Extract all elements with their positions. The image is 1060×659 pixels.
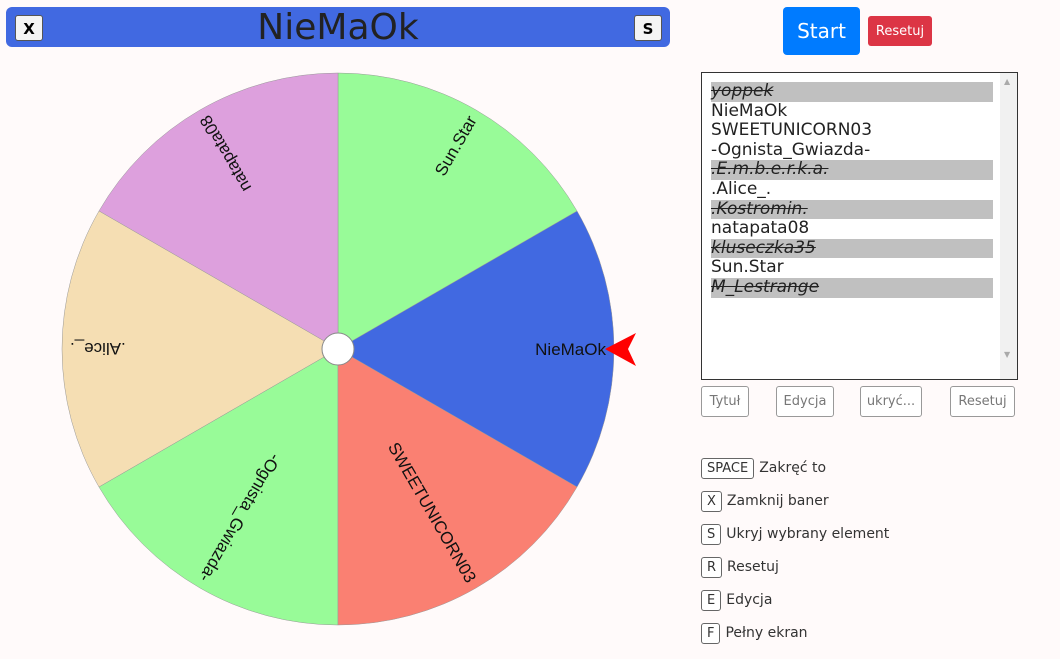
list-item[interactable]: .E.m.b.e.r.k.a. [711,160,993,180]
shortcut-label: Zakręć to [759,460,827,476]
list-item[interactable]: yoppek [711,81,993,102]
hide-button[interactable]: ukryć... [860,386,922,417]
shortcut-key: E [701,589,722,611]
list-item[interactable]: SWEETUNICORN03 [711,120,873,141]
hide-item-button[interactable]: S [634,15,662,41]
wheel-slice [337,348,578,626]
scroll-down-icon[interactable]: ▼ [1004,350,1011,359]
list-item[interactable]: .Kostromin. [711,199,993,220]
list-item[interactable]: -Ognista_Gwiazda- [711,139,871,160]
shortcut-label: Pełny ekran [725,625,808,641]
list-item[interactable]: natapata08 [711,218,810,239]
shortcut-label: Edycja [726,592,773,608]
wheel-slice-label: NieMaOk [535,340,606,359]
wheel-slice [98,72,339,350]
list-item[interactable]: M_Lestrange [711,277,993,298]
shortcut-key: S [701,523,722,545]
pointer-icon [605,333,636,366]
list-reset-button[interactable]: Resetuj [950,386,1015,417]
shortcut-key: X [701,490,722,512]
shortcut-key: R [701,556,723,578]
scroll-up-icon[interactable]: ▲ [1004,77,1011,86]
wheel-center [321,332,355,366]
wheel-slice-label: .Alice_. [70,339,126,358]
banner-title: NieMaOk [257,7,419,48]
list-item[interactable]: kluseczka35 [711,238,993,259]
edit-button[interactable]: Edycja [776,386,834,417]
shortcut-label: Ukryj wybrany element [726,526,890,542]
wheel-slice [337,72,578,350]
spin-wheel[interactable]: NieMaOkSun.Starnatapata08.Alice_.-Ognist… [0,0,680,659]
shortcut-key: F [701,622,721,644]
close-banner-button[interactable]: X [15,15,43,41]
start-button[interactable]: Start [783,7,860,55]
shortcut-label: Zamknij baner [726,493,829,509]
wheel-slice [61,210,339,488]
wheel-slice [98,348,339,626]
shortcut-key: SPACE [701,457,755,479]
scrollbar[interactable]: ▲ ▼ [1000,73,1017,379]
list-item[interactable]: NieMaOk [711,100,788,121]
list-item[interactable]: Sun.Star [711,257,784,278]
banner: NieMaOk X S [6,7,670,48]
list-item[interactable]: .Alice_. [711,178,772,199]
shortcut-label: Resetuj [727,559,779,575]
reset-button[interactable]: Resetuj [868,16,932,46]
title-button[interactable]: Tytuł [701,386,749,417]
